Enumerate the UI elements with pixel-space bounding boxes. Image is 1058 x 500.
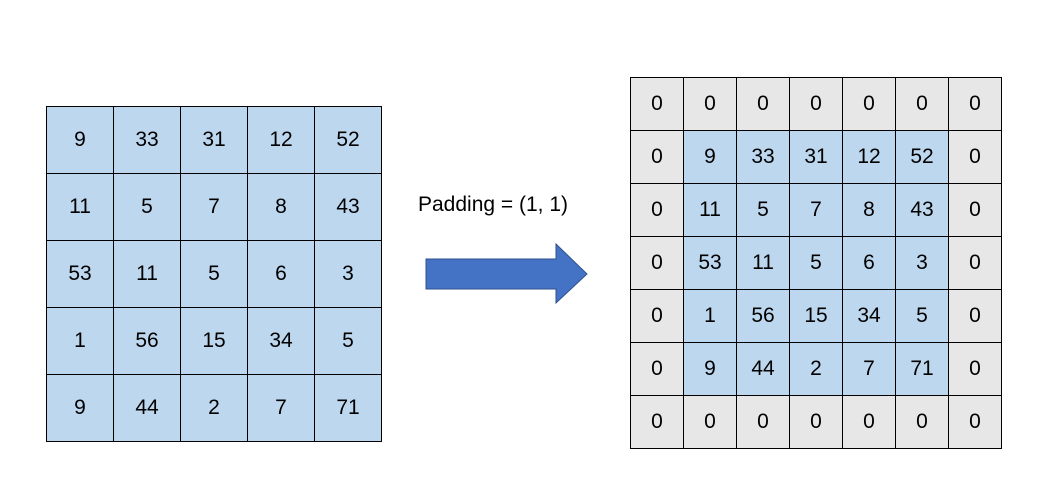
value-cell: 7 bbox=[180, 173, 248, 241]
value-cell: 5 bbox=[736, 183, 790, 237]
value-cell: 2 bbox=[789, 342, 843, 396]
padding-cell: 0 bbox=[683, 395, 737, 449]
value-cell: 52 bbox=[314, 106, 382, 174]
padding-cell: 0 bbox=[630, 130, 684, 184]
value-cell: 15 bbox=[180, 307, 248, 375]
padding-cell: 0 bbox=[630, 289, 684, 343]
value-cell: 11 bbox=[113, 240, 181, 308]
value-cell: 31 bbox=[789, 130, 843, 184]
value-cell: 1 bbox=[683, 289, 737, 343]
value-cell: 5 bbox=[113, 173, 181, 241]
value-cell: 43 bbox=[895, 183, 949, 237]
padding-label: Padding = (1, 1) bbox=[418, 193, 569, 216]
value-cell: 9 bbox=[46, 106, 114, 174]
value-cell: 56 bbox=[113, 307, 181, 375]
value-cell: 7 bbox=[789, 183, 843, 237]
value-cell: 3 bbox=[314, 240, 382, 308]
padding-cell: 0 bbox=[948, 289, 1002, 343]
value-cell: 11 bbox=[683, 183, 737, 237]
padding-cell: 0 bbox=[948, 395, 1002, 449]
value-cell: 56 bbox=[736, 289, 790, 343]
padding-cell: 0 bbox=[789, 77, 843, 131]
value-cell: 5 bbox=[789, 236, 843, 290]
padding-cell: 0 bbox=[789, 395, 843, 449]
value-cell: 9 bbox=[683, 342, 737, 396]
padding-cell: 0 bbox=[948, 236, 1002, 290]
arrow-shape bbox=[425, 243, 588, 305]
value-cell: 8 bbox=[247, 173, 315, 241]
padding-cell: 0 bbox=[895, 77, 949, 131]
value-cell: 33 bbox=[113, 106, 181, 174]
padding-cell: 0 bbox=[630, 342, 684, 396]
value-cell: 6 bbox=[842, 236, 896, 290]
right-arrow-icon bbox=[425, 243, 588, 305]
value-cell: 12 bbox=[842, 130, 896, 184]
value-cell: 3 bbox=[895, 236, 949, 290]
value-cell: 8 bbox=[842, 183, 896, 237]
padding-cell: 0 bbox=[736, 77, 790, 131]
padding-cell: 0 bbox=[630, 395, 684, 449]
value-cell: 1 bbox=[46, 307, 114, 375]
padding-cell: 0 bbox=[948, 130, 1002, 184]
value-cell: 11 bbox=[736, 236, 790, 290]
value-cell: 44 bbox=[113, 374, 181, 442]
value-cell: 7 bbox=[842, 342, 896, 396]
value-cell: 5 bbox=[895, 289, 949, 343]
value-cell: 12 bbox=[247, 106, 315, 174]
padding-cell: 0 bbox=[630, 183, 684, 237]
padding-cell: 0 bbox=[630, 77, 684, 131]
padding-cell: 0 bbox=[842, 395, 896, 449]
value-cell: 5 bbox=[314, 307, 382, 375]
value-cell: 34 bbox=[842, 289, 896, 343]
padding-cell: 0 bbox=[736, 395, 790, 449]
value-cell: 43 bbox=[314, 173, 382, 241]
value-cell: 34 bbox=[247, 307, 315, 375]
value-cell: 53 bbox=[46, 240, 114, 308]
value-cell: 9 bbox=[683, 130, 737, 184]
value-cell: 53 bbox=[683, 236, 737, 290]
padding-cell: 0 bbox=[842, 77, 896, 131]
padding-cell: 0 bbox=[948, 183, 1002, 237]
value-cell: 44 bbox=[736, 342, 790, 396]
value-cell: 31 bbox=[180, 106, 248, 174]
value-cell: 71 bbox=[895, 342, 949, 396]
value-cell: 71 bbox=[314, 374, 382, 442]
value-cell: 5 bbox=[180, 240, 248, 308]
padding-cell: 0 bbox=[948, 342, 1002, 396]
value-cell: 33 bbox=[736, 130, 790, 184]
padding-cell: 0 bbox=[895, 395, 949, 449]
value-cell: 9 bbox=[46, 374, 114, 442]
value-cell: 15 bbox=[789, 289, 843, 343]
value-cell: 2 bbox=[180, 374, 248, 442]
value-cell: 6 bbox=[247, 240, 315, 308]
value-cell: 7 bbox=[247, 374, 315, 442]
value-cell: 52 bbox=[895, 130, 949, 184]
value-cell: 11 bbox=[46, 173, 114, 241]
padding-cell: 0 bbox=[948, 77, 1002, 131]
padding-cell: 0 bbox=[630, 236, 684, 290]
padding-cell: 0 bbox=[683, 77, 737, 131]
